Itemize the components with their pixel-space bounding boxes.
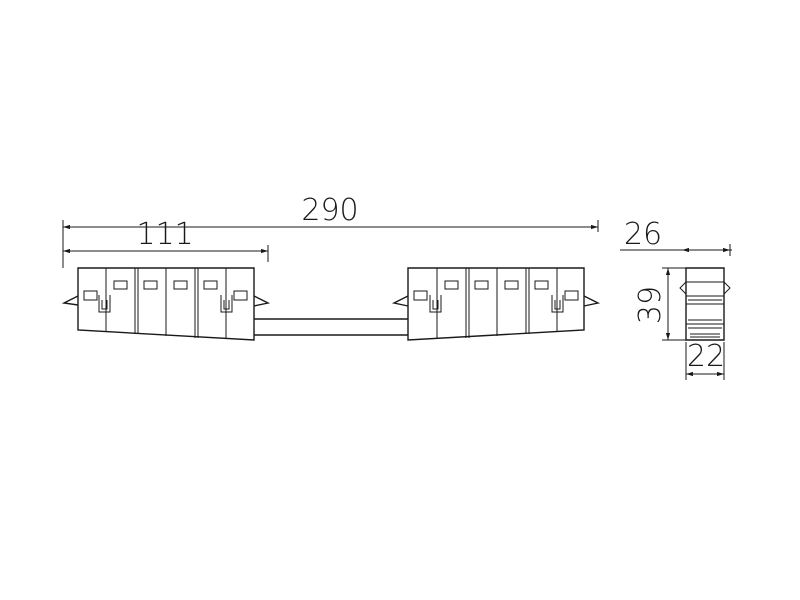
- left-connector: [61, 267, 271, 341]
- dim-connector-length-label: 111: [136, 217, 193, 252]
- dim-connector-length: 111: [63, 217, 269, 262]
- dim-overall-length-label: 290: [301, 193, 358, 228]
- dim-overall-length: 290: [62, 193, 599, 268]
- right-connector: [391, 267, 601, 341]
- cable: [254, 318, 408, 336]
- dim-side-height-label: 39: [633, 286, 668, 324]
- dim-side-depth-label: 26: [624, 217, 662, 252]
- dim-side-width-label: 22: [687, 339, 725, 374]
- side-view: 26 39 22: [620, 217, 732, 380]
